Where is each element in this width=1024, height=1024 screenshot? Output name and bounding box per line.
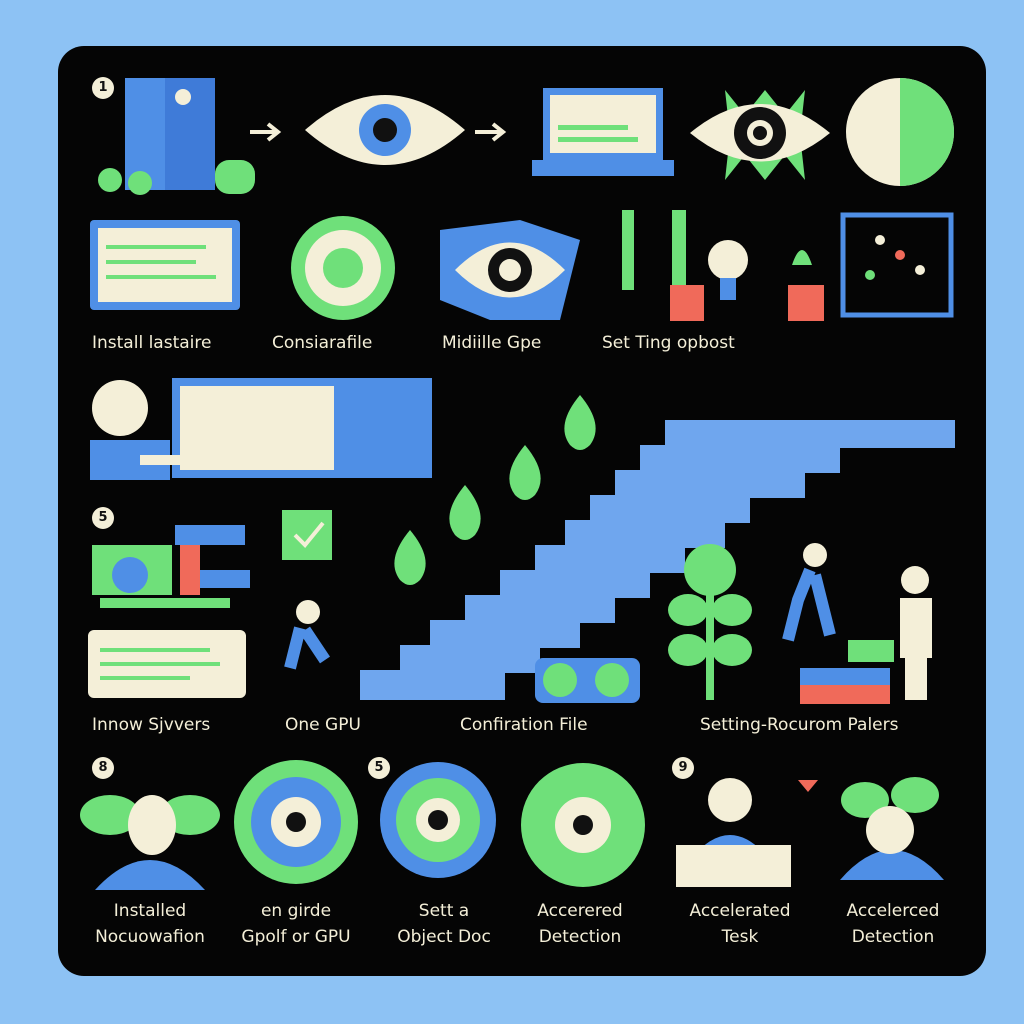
flower-eye-icon xyxy=(234,760,358,884)
step-label: Set Ting opbost xyxy=(602,333,735,353)
label-line: Detection xyxy=(851,927,935,947)
machine-icon xyxy=(92,525,250,608)
person-laptop-icon xyxy=(676,778,818,887)
scatter-board-icon xyxy=(840,212,954,318)
text-panel-icon xyxy=(88,630,246,698)
flower-config-icon xyxy=(291,216,395,320)
arrow-icon xyxy=(475,122,507,142)
label-line: Sett a xyxy=(418,901,470,921)
label-line: Accelerated xyxy=(689,901,791,921)
server-icon xyxy=(98,78,255,195)
browser-window-icon xyxy=(90,220,240,310)
step-number: 5 xyxy=(92,507,114,529)
label-line: Accerered xyxy=(537,901,623,921)
person-plant-icon xyxy=(840,777,944,880)
arrow-icon xyxy=(250,122,282,142)
eye-star-icon xyxy=(440,220,580,320)
step-label: Confiration File xyxy=(460,715,588,735)
plants-lightbulb-icon xyxy=(622,210,824,321)
flower-eye-icon xyxy=(380,762,496,878)
eye-icon xyxy=(305,95,465,165)
flower-eye-icon xyxy=(521,763,645,887)
eye-gear-icon xyxy=(690,90,830,180)
step-label: One GPU xyxy=(285,715,361,735)
laptop-icon xyxy=(532,88,674,176)
label-line: Nocuowafion xyxy=(95,927,205,947)
clock-chart-icon xyxy=(846,78,954,186)
person-pointing-screen xyxy=(90,378,432,480)
water-drop-icons xyxy=(394,395,596,585)
label-line: Accelerced xyxy=(846,901,940,921)
step-label: Sett a Object Doc xyxy=(374,898,514,950)
people-moving-boxes xyxy=(782,543,932,704)
label-line: en girde xyxy=(260,901,332,921)
step-number: 8 xyxy=(92,757,114,779)
step-label: Install lastaire xyxy=(92,333,212,353)
staircase xyxy=(360,420,955,700)
tree-icon xyxy=(668,544,752,700)
step-label: Consiarafile xyxy=(272,333,373,353)
label-line: Installed xyxy=(113,901,187,921)
step-number: 9 xyxy=(672,757,694,779)
step-number: 1 xyxy=(92,77,114,99)
running-person-icon xyxy=(284,600,330,670)
step-label: Midiille Gpe xyxy=(442,333,542,353)
label-line: Detection xyxy=(538,927,622,947)
gpu-card-icon xyxy=(535,658,640,703)
step-number: 5 xyxy=(368,757,390,779)
checkbox-icon xyxy=(282,510,332,560)
label-line: Object Doc xyxy=(397,927,491,947)
step-label: Innow Sjvvers xyxy=(92,715,211,735)
step-label: Setting-Rocurom Palers xyxy=(700,715,899,735)
checkmark-icon xyxy=(293,521,325,548)
label-line: Tesk xyxy=(721,927,759,947)
label-line: Gpolf or GPU xyxy=(241,927,351,947)
person-plant-icon xyxy=(80,795,220,890)
